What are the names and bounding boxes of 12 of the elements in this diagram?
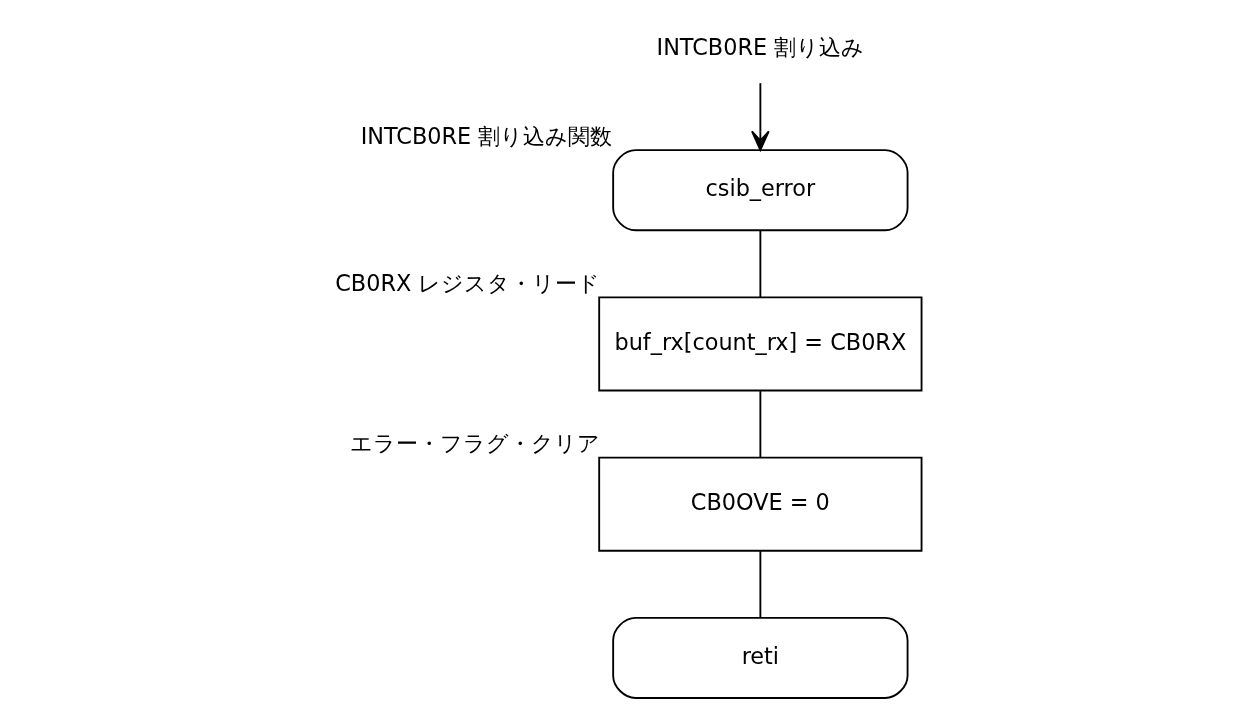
node-box: csib_error [612, 149, 909, 232]
node-text: INTCB0RE 割り込み [656, 34, 865, 61]
node-label: エラー・フラグ・クリア [350, 430, 601, 457]
arrow [751, 82, 770, 151]
node-label: CB0RX レジスタ・リード [335, 270, 601, 297]
connector [759, 550, 762, 619]
connector [759, 390, 762, 459]
connector [759, 229, 762, 299]
node-box: buf_rx[count_rx] = CB0RX [598, 296, 923, 392]
node-box: reti [612, 616, 909, 699]
node-label: INTCB0RE 割り込み関数 [360, 122, 613, 149]
node-box: CB0OVE = 0 [598, 456, 923, 552]
